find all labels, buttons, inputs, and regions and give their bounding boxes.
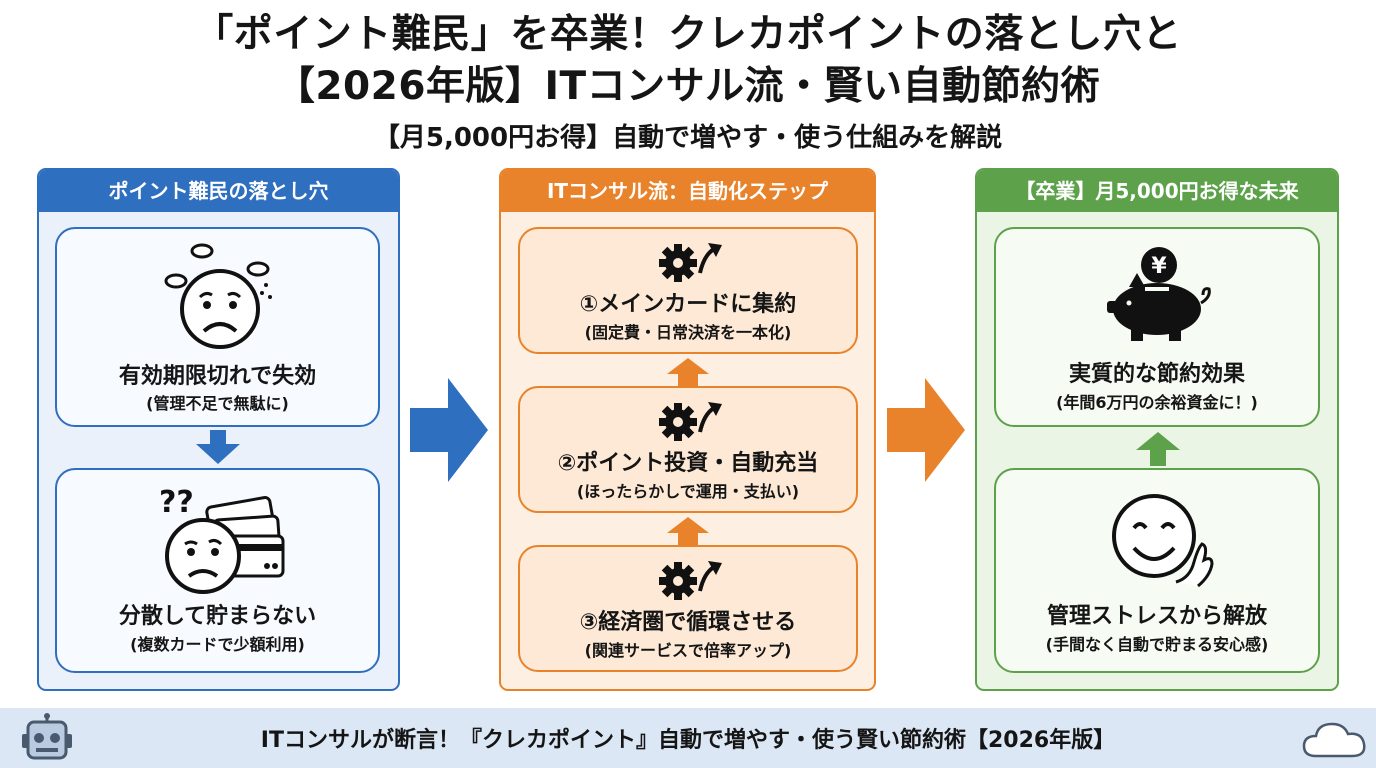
pitfall-title-scattered: 分散して貯まらない — [118, 604, 317, 629]
step-title-1: ①メインカードに集約 — [579, 292, 797, 317]
panel-pitfalls-header: ポイント難民の落とし穴 — [39, 170, 398, 212]
panel-future-header: 【卒業】月5,000円お得な未来 — [977, 170, 1337, 212]
panel-steps-header: ITコンサル流：自動化ステップ — [501, 170, 874, 212]
step-card-3: ③経済圏で循環させる (関連サービスで倍率アップ) — [518, 545, 858, 672]
pitfall-card-scattered: ?? 分散して貯まらない (複数カードで少額利用) — [55, 468, 380, 673]
pitfall-sub-scattered: (複数カードで少額利用) — [130, 635, 305, 654]
piggy-bank-yen-icon: ¥ — [1107, 247, 1211, 341]
title-line-1: 「ポイント難民」を卒業！クレカポイントの落とし穴と — [194, 12, 1182, 57]
robot-icon — [22, 713, 72, 760]
step-sub-3: (関連サービスで倍率アップ) — [584, 641, 792, 660]
pitfall-title-expiry: 有効期限切れで失効 — [118, 364, 317, 389]
svg-text:¥: ¥ — [1151, 254, 1167, 279]
future-card-relief: 管理ストレスから解放 (手間なく自動で貯まる安心感) — [994, 468, 1320, 673]
future-sub-savings: (年間6万円の余裕資金に！) — [1056, 393, 1258, 412]
gear-arrow-icon — [659, 243, 722, 282]
step-title-2: ②ポイント投資・自動充当 — [557, 451, 819, 476]
confused-face-cards-icon: ?? — [159, 485, 285, 594]
svg-text:??: ?? — [159, 485, 194, 520]
step-card-2: ②ポイント投資・自動充当 (ほったらかしで運用・支払い) — [518, 386, 858, 513]
future-card-savings: ¥ 実質的な節約効果 (年間6万円の余裕資金に！) — [994, 227, 1320, 427]
step-title-3: ③経済圏で循環させる — [579, 610, 797, 635]
up-arrow-orange-icon — [667, 358, 709, 386]
right-arrow-orange-icon — [887, 378, 965, 482]
gear-arrow-icon — [659, 561, 722, 600]
future-sub-relief: (手間なく自動で貯まる安心感) — [1045, 635, 1269, 654]
gear-arrow-icon — [659, 402, 722, 441]
up-arrow-green-icon — [1136, 432, 1180, 466]
step-sub-1: (固定費・日常決済を一本化) — [584, 323, 792, 342]
pitfall-sub-expiry: (管理不足で無駄に) — [146, 394, 289, 413]
title-line-2: 【2026年版】ITコンサル流・賢い自動節約術 — [275, 64, 1101, 109]
cloud-icon — [1302, 722, 1366, 758]
future-title-relief: 管理ストレスから解放 — [1046, 604, 1267, 629]
step-card-1: ①メインカードに集約 (固定費・日常決済を一本化) — [518, 227, 858, 354]
relieved-smile-icon — [1112, 494, 1214, 588]
footer-text: ITコンサルが断言！『クレカポイント』自動で増やす・使う賢い節約術【2026年版… — [260, 728, 1116, 753]
right-arrow-blue-icon — [410, 378, 488, 482]
future-title-savings: 実質的な節約効果 — [1068, 362, 1245, 387]
down-arrow-icon — [196, 430, 240, 464]
step-sub-2: (ほったらかしで運用・支払い) — [576, 482, 800, 501]
up-arrow-orange-icon — [667, 517, 709, 545]
pitfall-card-expiry: 有効期限切れで失効 (管理不足で無駄に) — [55, 227, 380, 427]
footer-banner: ITコンサルが断言！『クレカポイント』自動で増やす・使う賢い節約術【2026年版… — [0, 708, 1376, 768]
subtitle: 【月5,000円お得】自動で増やす・使う仕組みを解説 — [373, 123, 1003, 153]
worried-face-coins-icon — [164, 243, 272, 349]
